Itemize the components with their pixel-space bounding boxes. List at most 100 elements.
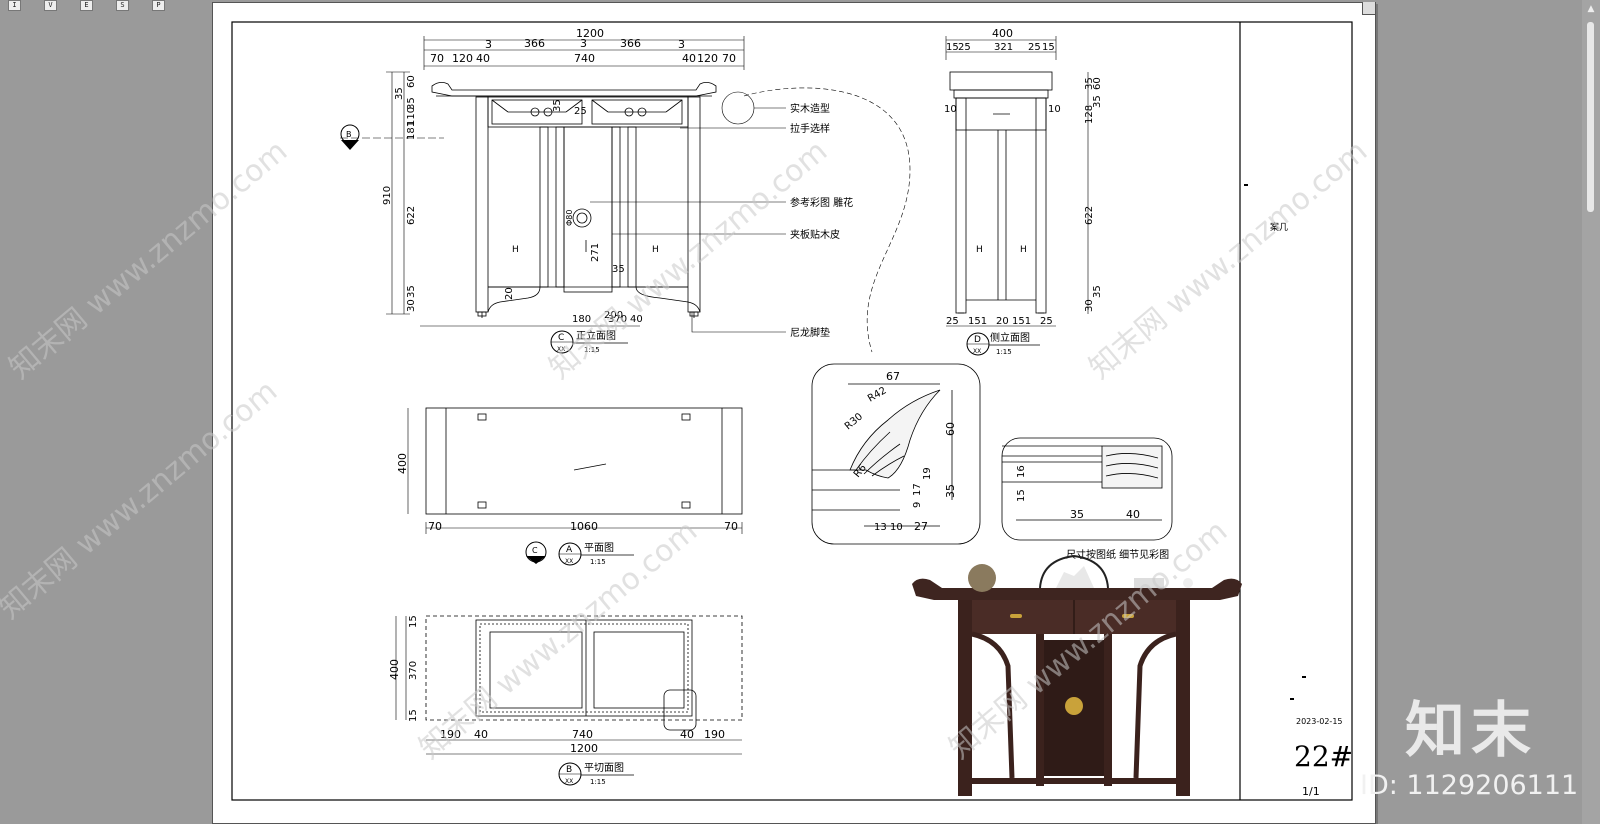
dim-text: 60	[406, 75, 417, 88]
svg-text:67: 67	[886, 370, 900, 383]
dim-text: 1200	[576, 27, 604, 40]
dim-text: 3	[678, 38, 685, 51]
svg-text:25: 25	[1040, 316, 1053, 327]
svg-text:10: 10	[1048, 104, 1061, 115]
svg-text:35: 35	[1084, 77, 1095, 90]
dim-text: 40	[476, 52, 490, 65]
detail-note: 尺寸按图纸 细节见彩图	[1066, 548, 1169, 561]
dim-text: 181	[406, 121, 417, 140]
toolbar: I V E S P	[0, 0, 220, 12]
dim-text: 70	[722, 52, 736, 65]
svg-text:190: 190	[440, 728, 461, 741]
toolbar-button[interactable]: E	[80, 0, 93, 11]
svg-text:H: H	[1020, 245, 1027, 255]
svg-text:B: B	[346, 130, 352, 139]
dim-text: 120	[697, 52, 718, 65]
toolbar-button[interactable]: I	[8, 0, 21, 11]
drawing-date: 2023-02-15	[1296, 717, 1343, 726]
watermark-text: 知末网 www.znzmo.com	[3, 134, 294, 386]
svg-text:30: 30	[1084, 299, 1095, 312]
dim-text: 3	[580, 37, 587, 50]
dim-text: 366	[524, 37, 545, 50]
svg-text:151: 151	[1012, 316, 1031, 327]
section-view	[425, 615, 743, 731]
svg-text:1:15: 1:15	[590, 778, 606, 786]
watermark-text: 知末网 www.znzmo.com	[0, 374, 284, 626]
dim-text: 40	[630, 314, 643, 325]
callout-lines	[590, 87, 911, 353]
callout-label: 尼龙脚垫	[790, 326, 830, 339]
svg-text:正立面图: 正立面图	[576, 329, 616, 342]
svg-text:25: 25	[1028, 42, 1041, 53]
svg-text:1200: 1200	[570, 742, 598, 755]
front-elevation: H H	[431, 82, 717, 318]
svg-text:70: 70	[428, 520, 442, 533]
side-dimension-lines	[945, 36, 1089, 327]
svg-text:20: 20	[996, 316, 1009, 327]
toolbar-button[interactable]: V	[44, 0, 57, 11]
side-dimension-texts: 400 15 25 321 25 15 25 151 20 151 25 10 …	[944, 27, 1103, 327]
callout-label: 夹板贴木皮	[790, 228, 840, 241]
svg-text:128: 128	[1084, 105, 1095, 124]
svg-text:15: 15	[408, 615, 419, 628]
svg-text:60: 60	[1092, 77, 1103, 90]
svg-text:321: 321	[994, 42, 1013, 53]
svg-text:370: 370	[408, 661, 419, 680]
svg-text:40: 40	[1126, 508, 1140, 521]
front-dimension-lines	[386, 36, 745, 327]
watermark-layer: 知末网 www.znzmo.com 知末网 www.znzmo.com 知末网 …	[0, 134, 1374, 766]
svg-text:25: 25	[958, 42, 971, 53]
detail-2-dims: 15 16 35 40	[1016, 465, 1140, 521]
dim-text: 271	[590, 243, 601, 262]
vertical-scrollbar[interactable]	[1582, 0, 1600, 824]
plan-view-tag: C A XX 平面图 1:15	[525, 541, 634, 566]
watermark-text: 知末网 www.znzmo.com	[413, 514, 704, 766]
dim-text: 20	[504, 287, 515, 300]
svg-text:H: H	[512, 245, 519, 255]
scrollbar-thumb[interactable]	[1587, 22, 1594, 212]
brand-logo: 知末	[1405, 696, 1537, 766]
svg-text:D: D	[974, 335, 981, 345]
svg-text:1060: 1060	[570, 520, 598, 533]
svg-text:C: C	[532, 546, 538, 555]
svg-text:35: 35	[1092, 95, 1103, 108]
dim-text: 35	[406, 97, 417, 110]
svg-text:平切面图: 平切面图	[584, 762, 624, 774]
svg-text:151: 151	[968, 316, 987, 327]
svg-text:H: H	[976, 245, 983, 255]
plan-dimension-lines	[407, 408, 743, 534]
svg-text:H: H	[652, 245, 659, 255]
side-elevation: H H	[949, 71, 1053, 314]
svg-text:622: 622	[1084, 206, 1095, 225]
detail-1	[811, 363, 981, 545]
toolbar-button[interactable]: P	[152, 0, 165, 11]
dim-text: 370	[608, 314, 627, 325]
detail-2	[1001, 437, 1173, 541]
svg-text:C: C	[558, 333, 564, 343]
svg-text:1:15: 1:15	[996, 348, 1012, 356]
section-view-tag: B XX 平切面图 1:15	[558, 762, 634, 786]
callout-label: 实木造型	[790, 102, 830, 115]
dim-text: 70	[430, 52, 444, 65]
callout-label: 拉手选样	[790, 122, 830, 135]
front-vertical-dims: 35 60 35 110 181 910 622 30 35	[382, 75, 417, 312]
svg-text:15: 15	[408, 709, 419, 722]
svg-text:XX: XX	[973, 348, 981, 355]
title-block: 案几 2023-02-15 22# 1/1	[1244, 184, 1353, 798]
svg-text:1:15: 1:15	[590, 558, 606, 566]
scroll-up-icon[interactable]: ▲	[1587, 4, 1595, 14]
furniture-render	[912, 554, 1242, 796]
section-dimension-lines	[395, 616, 742, 755]
svg-text:70: 70	[724, 520, 738, 533]
section-marker-b: B	[340, 124, 444, 150]
svg-text:A: A	[566, 545, 573, 555]
svg-text:40: 40	[680, 728, 694, 741]
toolbar-button[interactable]: S	[116, 0, 129, 11]
svg-text:35: 35	[1070, 508, 1084, 521]
svg-text:XX: XX	[565, 558, 573, 565]
svg-text:400: 400	[396, 453, 409, 474]
front-inner-dims: 35 25 Φ80 271 35 20 180 370 200 40	[504, 99, 643, 325]
svg-text:R30: R30	[843, 411, 865, 432]
front-view-tag: C XX 正立面图 1:15	[550, 329, 628, 354]
